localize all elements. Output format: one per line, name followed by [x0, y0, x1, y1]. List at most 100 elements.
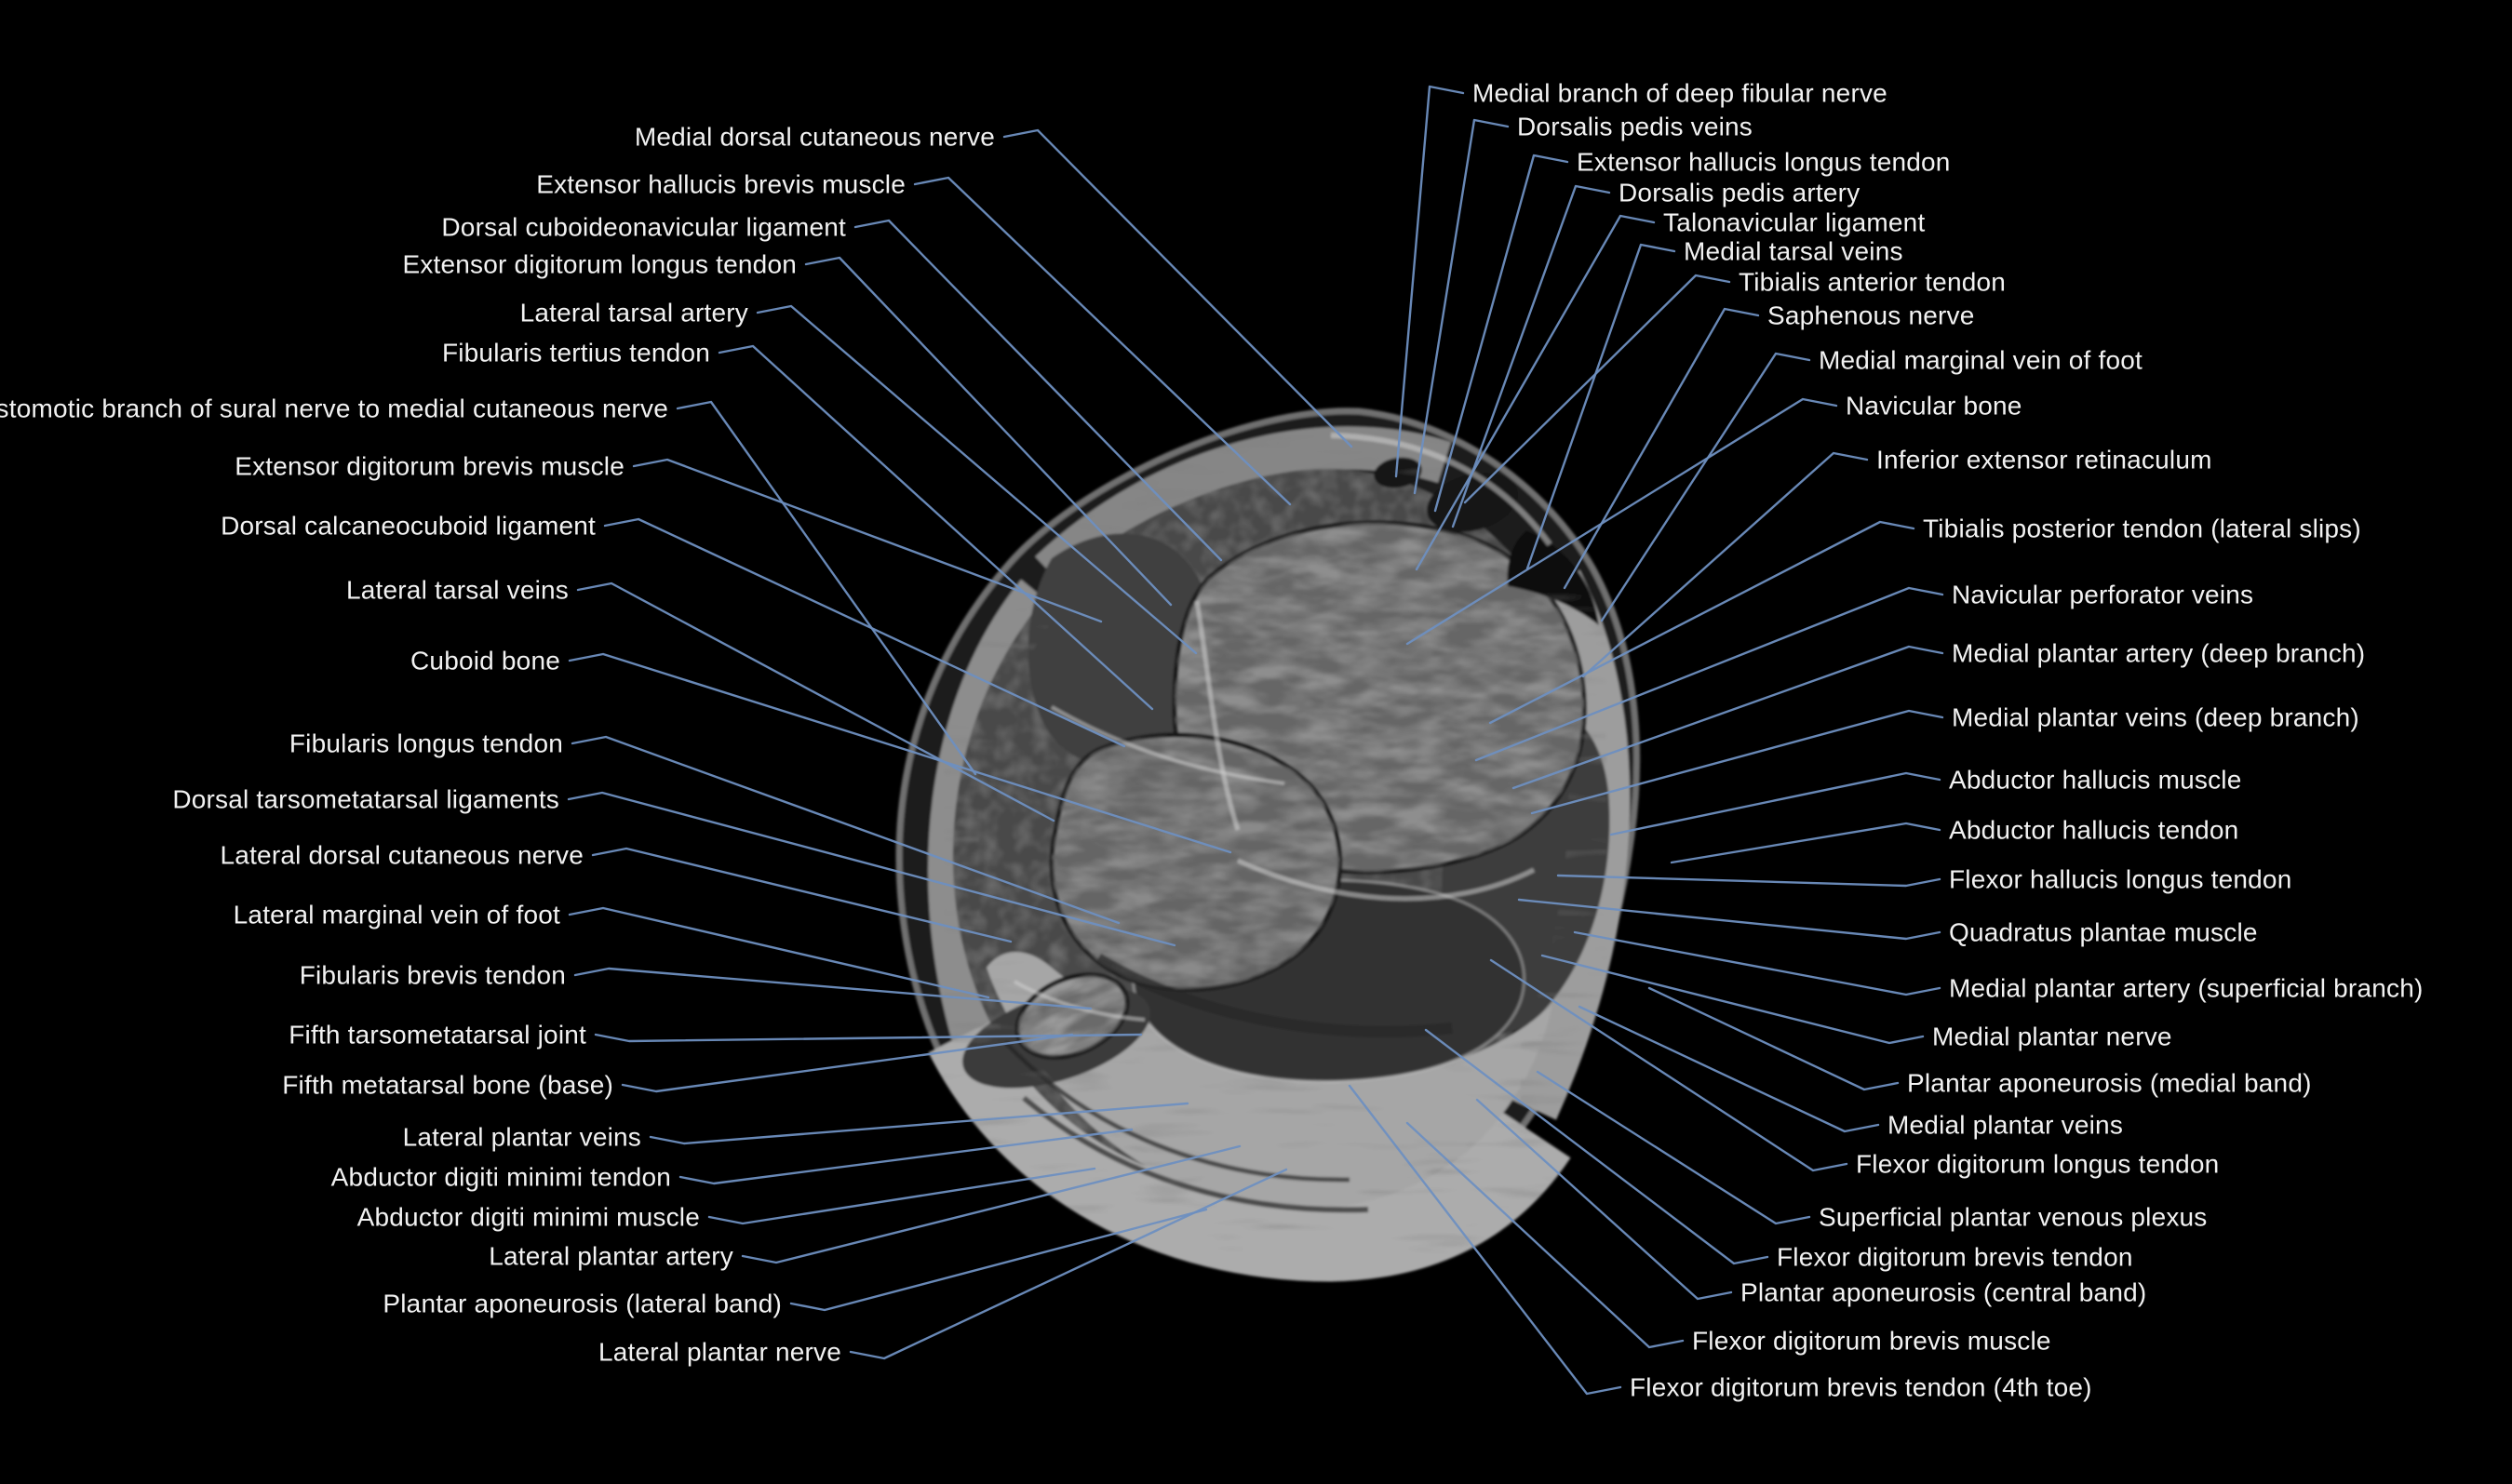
leader-line — [849, 1168, 1288, 1360]
anatomy-label: Superficial plantar venous plexus — [1819, 1202, 2208, 1232]
anatomy-label: Lateral marginal vein of foot — [233, 900, 560, 929]
anatomy-label: Medial plantar veins — [1887, 1110, 2124, 1140]
leader-line — [707, 1167, 1096, 1225]
leader-lines-layer — [567, 85, 1944, 1396]
leader-line — [804, 256, 1173, 607]
anatomy-label: Abductor digiti minimi tendon — [330, 1162, 671, 1192]
leader-line — [1415, 214, 1656, 571]
leader-line — [1463, 274, 1731, 504]
anatomy-label: Cuboid bone — [410, 646, 560, 675]
leader-line — [1517, 898, 1941, 941]
leader-line — [853, 219, 1223, 562]
leader-line — [1451, 184, 1611, 528]
anatomy-label: Dorsal calcaneocuboid ligament — [221, 511, 596, 541]
anatomy-label: Tibialis posterior tendon (lateral slips… — [1923, 514, 2361, 543]
leader-line — [603, 517, 1126, 748]
leader-line — [718, 344, 1154, 711]
leader-line — [649, 1102, 1189, 1145]
anatomy-label: Flexor digitorum brevis tendon — [1777, 1242, 2133, 1272]
anatomy-label: Fibularis longus tendon — [289, 729, 563, 758]
leader-line — [913, 176, 1292, 506]
anatomy-label: Lateral tarsal veins — [345, 575, 569, 605]
leader-line — [1530, 709, 1944, 815]
leader-line — [1600, 352, 1811, 622]
mri-skin-texture — [928, 426, 1631, 1282]
leader-line — [1424, 1028, 1769, 1265]
anatomy-label: Abductor digiti minimi muscle — [356, 1202, 700, 1232]
leader-line — [573, 967, 1093, 1010]
anatomy-label: Flexor digitorum brevis muscle — [1692, 1326, 2051, 1356]
anatomy-label: Medial branch of deep fibular nerve — [1472, 78, 1887, 108]
leader-line — [1488, 520, 1915, 725]
anatomy-label: Medial plantar nerve — [1932, 1022, 2172, 1051]
anatomy-label: Tibialis anterior tendon — [1739, 267, 2007, 297]
anatomy-label: Abductor hallucis tendon — [1949, 815, 2239, 845]
leader-line — [632, 458, 1103, 623]
leader-line — [1609, 771, 1941, 836]
leader-line — [594, 1033, 1143, 1043]
leader-line — [1670, 822, 1941, 864]
leader-line — [621, 1033, 1074, 1093]
anatomy-label: Dorsal cuboideonavicular ligament — [441, 212, 846, 242]
leader-line — [1581, 451, 1869, 678]
anatomy-label: Plantar aponeurosis (medial band) — [1907, 1068, 2312, 1098]
leader-line — [591, 847, 1013, 943]
leader-line — [1413, 118, 1510, 495]
anatomy-label: Anastomotic branch of sural nerve to med… — [0, 394, 668, 423]
anatomy-label: Fibularis brevis tendon — [299, 960, 566, 990]
anatomy-label: Quadratus plantae muscle — [1949, 917, 2258, 947]
leader-line — [676, 400, 977, 776]
leader-line — [1474, 586, 1944, 762]
mri-cross-section — [895, 408, 1641, 1282]
leader-line — [1573, 930, 1941, 996]
anatomy-label: Medial plantar artery (superficial branc… — [1949, 973, 2424, 1003]
leader-line — [1348, 1084, 1622, 1396]
anatomy-label: Navicular bone — [1846, 391, 2022, 421]
anatomy-label: Inferior extensor retinaculum — [1876, 445, 2212, 475]
leader-line — [567, 791, 1176, 947]
anatomy-label: Lateral tarsal artery — [519, 298, 748, 328]
leader-line — [1556, 874, 1941, 888]
anatomy-label: Plantar aponeurosis (lateral band) — [383, 1289, 782, 1318]
anatomy-label: Fifth tarsometatarsal joint — [289, 1020, 586, 1049]
anatomy-label: Lateral plantar nerve — [598, 1337, 841, 1367]
anatomy-label: Extensor hallucis brevis muscle — [536, 169, 906, 199]
leader-line — [1536, 1070, 1811, 1225]
anatomy-label: Extensor digitorum longus tendon — [402, 249, 797, 279]
anatomy-label: Navicular perforator veins — [1952, 580, 2254, 609]
leader-line — [1433, 154, 1569, 513]
leader-line — [1489, 958, 1848, 1172]
anatomy-label: Dorsalis pedis artery — [1619, 178, 1860, 207]
leader-line — [1525, 243, 1676, 570]
leader-line — [576, 582, 1055, 822]
anatomy-label: Abductor hallucis muscle — [1949, 765, 2242, 795]
leader-line — [741, 1144, 1242, 1264]
anatomy-label: Flexor hallucis longus tendon — [1949, 864, 2292, 894]
mri-cuboid-texture — [1052, 734, 1340, 990]
anatomy-label: Extensor hallucis longus tendon — [1577, 147, 1951, 177]
leader-line — [1511, 645, 1944, 790]
leader-line — [1002, 128, 1353, 448]
anatomy-label: Flexor digitorum longus tendon — [1856, 1149, 2220, 1179]
mri-extensor-digitorum-brevis — [1028, 533, 1213, 766]
anatomy-label: Fibularis tertius tendon — [441, 338, 710, 368]
anatomy-label: Medial marginal vein of foot — [1819, 345, 2143, 375]
leader-line — [1394, 85, 1465, 478]
anatomy-label: Flexor digitorum brevis tendon (4th toe) — [1630, 1372, 2092, 1402]
leader-line — [1647, 986, 1900, 1091]
anatomy-label: Plantar aponeurosis (central band) — [1740, 1277, 2147, 1307]
anatomy-label: Lateral dorsal cutaneous nerve — [220, 840, 584, 870]
anatomy-label: Medial plantar artery (deep branch) — [1952, 638, 2366, 668]
anatomy-label: Medial tarsal veins — [1684, 236, 1903, 266]
leader-line — [1563, 307, 1760, 590]
leader-line — [756, 304, 1198, 655]
leader-line — [1540, 954, 1925, 1045]
leader-line — [1405, 1121, 1685, 1349]
anatomy-label: Saphenous nerve — [1767, 301, 1975, 330]
leader-line — [789, 1208, 1208, 1312]
leader-line — [1405, 397, 1838, 646]
anatomy-label: Lateral plantar artery — [489, 1241, 733, 1271]
